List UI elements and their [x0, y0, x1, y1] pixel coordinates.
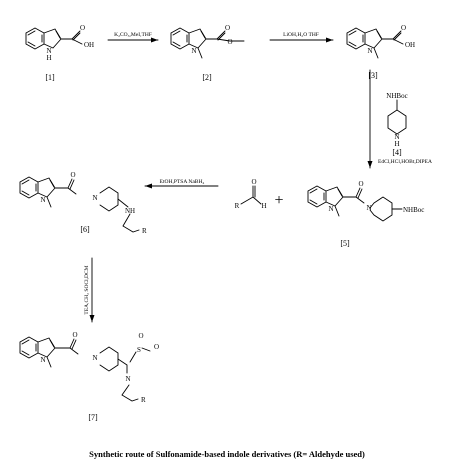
c1-atom-h: H: [46, 54, 51, 62]
c2-atom-o1: O: [225, 24, 230, 32]
c7-atom-o-s2: O: [154, 343, 159, 351]
reagent-step2: LiOH,H₂O THF: [283, 32, 319, 38]
compound-7-structure: [19, 336, 151, 402]
compound-3-label: [3]: [368, 71, 378, 80]
c5-atom-nhboc: NHBoc: [403, 206, 424, 214]
compound-1-label: [1]: [45, 73, 55, 82]
c3-atom-oh: OH: [405, 41, 415, 49]
compound-4-label: [4]: [392, 148, 402, 157]
c7-atom-r: R: [141, 396, 146, 404]
plus-sign: +: [274, 192, 283, 209]
compound-3-structure: [346, 27, 404, 59]
c6-atom-nh: NH: [125, 207, 135, 215]
reagent-step3: EdCl,HCl,HOBt,DIPEA: [378, 159, 432, 165]
c7-atom-n-pip: N: [92, 354, 97, 362]
c6-atom-n-indole: N: [40, 196, 45, 204]
c6-atom-o: O: [70, 171, 75, 179]
c7-atom-n-sulfonamide: N: [125, 375, 130, 383]
c7-atom-n-indole: N: [40, 356, 45, 364]
c4-atom-nhboc: NHBoc: [386, 92, 407, 100]
c2-atom-n: N: [191, 47, 196, 55]
c7-atom-o: O: [72, 331, 77, 339]
aldehyde-structure: [240, 185, 262, 205]
reagent-step1: K₂CO₃,MeI,THF: [114, 32, 152, 38]
compound-5-label: [5]: [340, 239, 350, 248]
compound-2-structure: [170, 27, 245, 59]
c6-atom-n-pip: N: [92, 194, 97, 202]
c1-atom-n: N: [46, 47, 51, 55]
compound-6-structure: [19, 176, 140, 233]
compound-7-label: [7]: [88, 413, 98, 422]
c7-atom-o-s1: O: [138, 332, 143, 340]
c5-atom-n-indole: N: [328, 205, 333, 213]
aldehyde-atom-r: R: [235, 202, 240, 210]
aldehyde-atom-o: O: [251, 178, 256, 186]
synthesis-scheme: N H O OH [1] N O O [2] N O OH [3] NHBoc …: [19, 24, 432, 422]
reagent-step4: EtOH,PTSA NaBH₄: [160, 179, 205, 185]
aldehyde-atom-h: H: [261, 202, 266, 210]
reaction-arrows: [89, 37, 373, 323]
c3-atom-n: N: [367, 47, 372, 55]
c6-atom-r: R: [142, 227, 147, 235]
c5-atom-o: O: [358, 180, 363, 188]
figure-caption: Synthetic route of Sulfonamide-based ind…: [89, 449, 365, 459]
c4-atom-n: N: [394, 133, 399, 141]
c1-atom-oh: OH: [84, 41, 94, 49]
c4-atom-h: H: [394, 140, 399, 148]
reagent-step5: TEA,CH₂ SOCl,DCM: [84, 265, 90, 314]
c2-atom-o2: O: [227, 38, 232, 46]
compound-5-structure: [307, 185, 403, 222]
c1-atom-o: O: [80, 24, 85, 32]
compound-1-structure: [25, 27, 83, 50]
c3-atom-o: O: [401, 24, 406, 32]
c7-atom-s: S: [137, 346, 141, 354]
compound-4-structure: [387, 99, 407, 135]
compound-6-label: [6]: [80, 225, 90, 234]
compound-2-label: [2]: [202, 73, 212, 82]
c5-atom-n-pip: N: [366, 204, 371, 212]
